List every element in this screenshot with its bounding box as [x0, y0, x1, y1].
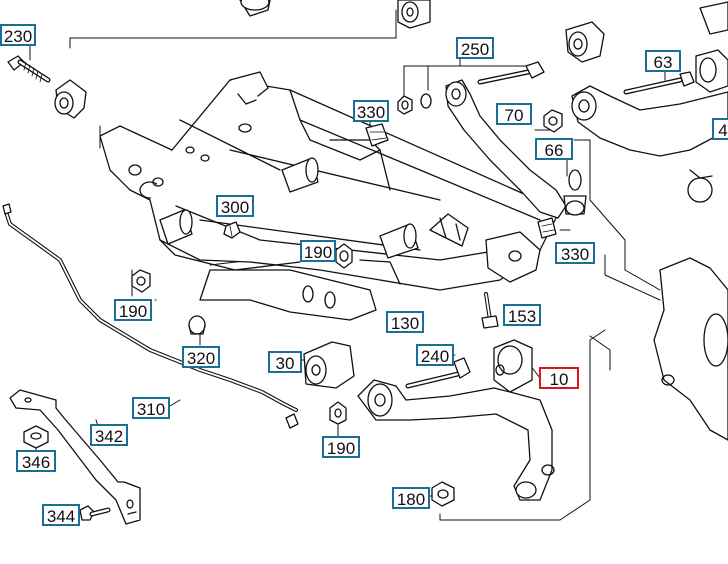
bolt-250-icon: [477, 61, 545, 85]
callout-130[interactable]: 130: [386, 311, 424, 333]
mount-330a-icon: [365, 123, 389, 147]
callout-4[interactable]: 4: [712, 118, 728, 140]
callout-240[interactable]: 240: [416, 344, 454, 366]
callout-label: 190: [118, 302, 148, 321]
callout-250[interactable]: 250: [456, 37, 494, 59]
callout-346[interactable]: 346: [16, 450, 56, 472]
callout-label: 344: [46, 507, 76, 526]
callout-label: 153: [507, 307, 537, 326]
callout-342[interactable]: 342: [90, 424, 128, 446]
knuckle-icon: [653, 257, 728, 441]
bushing-top2-icon: [397, 0, 431, 29]
callout-label: 300: [220, 198, 250, 217]
callout-label: 342: [94, 427, 124, 446]
bushing-230-icon: [54, 79, 87, 119]
callout-label: 63: [653, 53, 673, 72]
callout-63[interactable]: 63: [645, 50, 681, 72]
subframe-icon: [99, 71, 561, 321]
bracket-342-icon: [9, 389, 141, 525]
ball-joint-icon: [563, 169, 587, 216]
bolt-344-icon: [79, 505, 111, 521]
callout-label: 66: [544, 141, 564, 160]
nut-346-icon: [23, 425, 49, 449]
callout-330-top[interactable]: 330: [353, 100, 389, 122]
callout-344[interactable]: 344: [42, 504, 80, 526]
nut-180-icon: [431, 481, 455, 507]
callout-300[interactable]: 300: [216, 195, 254, 217]
callout-label: 230: [3, 27, 33, 46]
callout-label: 240: [420, 347, 450, 366]
callout-label: 190: [326, 439, 356, 458]
callout-label: 320: [186, 349, 216, 368]
clip-300-icon: [223, 221, 241, 239]
nut-190a-icon: [335, 243, 353, 269]
callout-180[interactable]: 180: [392, 487, 430, 509]
nut-190b-icon: [131, 269, 151, 293]
callout-label: 30: [275, 354, 295, 373]
callout-label: 310: [136, 400, 166, 419]
bolt-230-icon: [7, 55, 51, 83]
bolt-240-icon: [405, 357, 471, 389]
stabilizer-link-310-icon: [2, 203, 299, 429]
callout-label: 330: [560, 245, 590, 264]
callout-330-right[interactable]: 330: [555, 242, 595, 264]
bushing-top-icon: [239, 0, 271, 17]
callout-190-center[interactable]: 190: [300, 240, 336, 262]
callout-310[interactable]: 310: [132, 397, 170, 419]
callout-66[interactable]: 66: [535, 138, 573, 160]
bolt-63-icon: [623, 71, 695, 95]
callout-label: 180: [396, 490, 426, 509]
callout-30[interactable]: 30: [268, 351, 302, 373]
nut-66-icon: [543, 109, 563, 133]
callout-320[interactable]: 320: [182, 346, 220, 368]
callout-230[interactable]: 230: [0, 24, 36, 46]
callout-153[interactable]: 153: [503, 304, 541, 326]
callout-190-left[interactable]: 190: [114, 299, 152, 321]
plug-320-icon: [188, 315, 206, 335]
bushing-30-icon: [303, 341, 355, 389]
nut-330-icon: [397, 93, 432, 115]
nut-190c-icon: [329, 401, 347, 425]
callout-label: 4: [718, 121, 728, 140]
control-arm-10-icon: [357, 339, 555, 501]
callout-label: 250: [460, 40, 490, 59]
bolt-153-icon: [481, 292, 499, 329]
callout-label: 346: [21, 453, 51, 472]
callout-label: 190: [303, 243, 333, 262]
callout-70[interactable]: 70: [496, 103, 532, 125]
upper-arm-icon: [571, 85, 728, 203]
callout-190-lower[interactable]: 190: [322, 436, 360, 458]
callout-10[interactable]: 10: [539, 367, 579, 389]
callout-label: 70: [504, 106, 524, 125]
callout-label: 10: [549, 370, 569, 389]
callout-label: 330: [356, 103, 386, 122]
bushing-far-right-icon: [695, 1, 728, 93]
bushing-right-icon: [565, 21, 605, 63]
callout-label: 130: [390, 314, 420, 333]
mount-330b-icon: [537, 217, 557, 239]
